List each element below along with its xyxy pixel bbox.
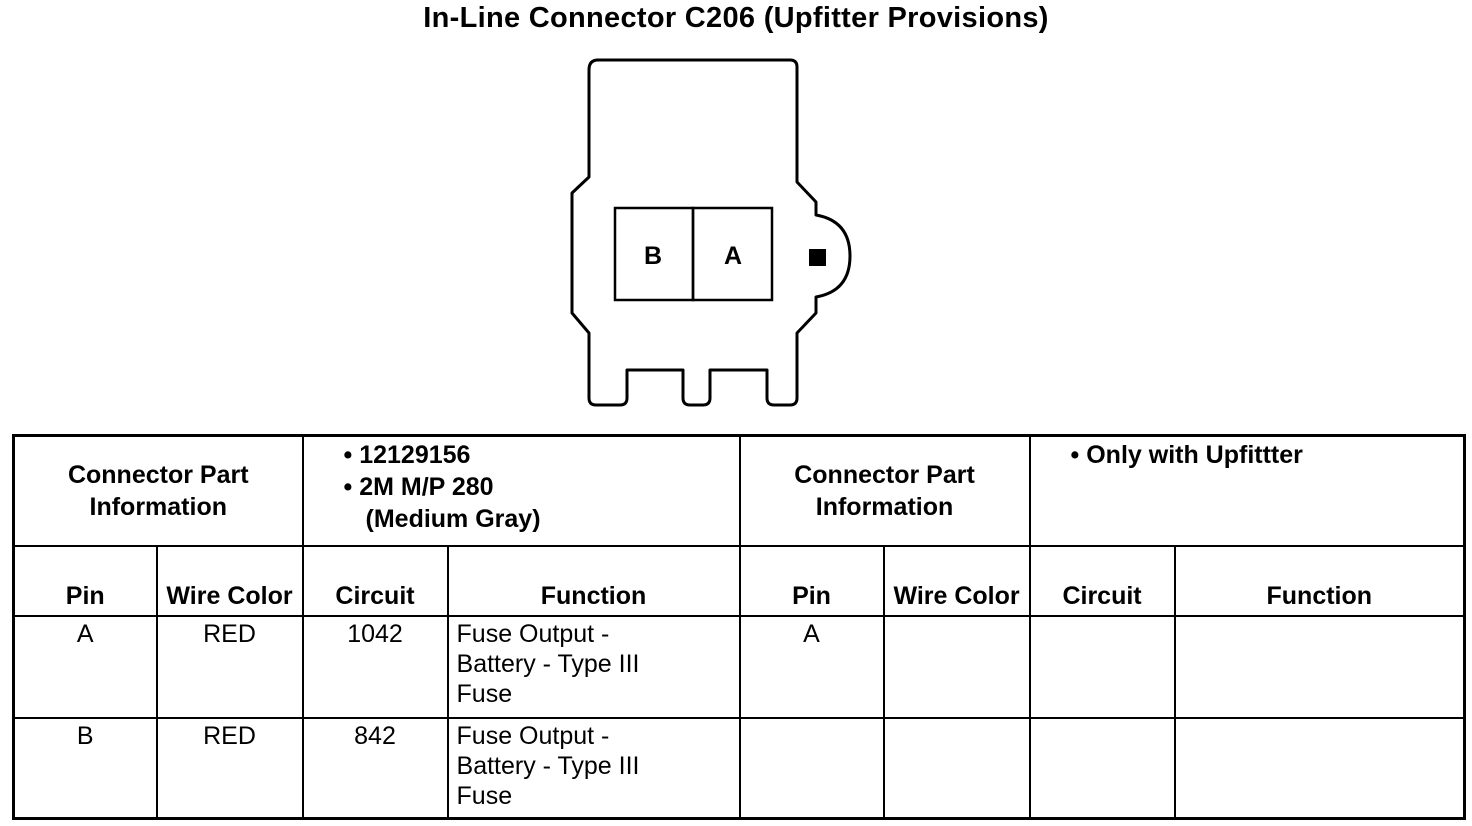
col-header-circuit-left: Circuit [301,544,449,617]
col-header-wire-color-right: Wire Color [882,544,1031,617]
connector-face-diagram: B A [570,58,852,407]
pin-cell: A [12,614,158,719]
part-note: • Only with Upfittter [1070,441,1303,469]
col-header-pin-right: Pin [738,544,885,617]
wire-color-cell-right [882,716,1031,820]
pin-cell: B [12,716,158,820]
part-info-label-left: Connector Part Information [12,434,304,547]
wire-color-cell: RED [155,716,304,820]
function-line: Fuse Output - [456,619,610,648]
function-cell-right [1173,614,1466,719]
pin-cell-right [738,716,885,820]
circuit-cell-right [1028,614,1176,719]
part-color: (Medium Gray) [365,505,541,533]
pin-cell-right: A [738,614,885,719]
part-description: • 2M M/P 280 [343,473,494,501]
function-line: Fuse Output - [456,721,610,750]
part-info-values-right: • Only with Upfittter [1028,434,1466,547]
col-header-wire-color-left: Wire Color [155,544,304,617]
cavity-b-label: B [644,242,662,270]
cavity-a-label: A [724,242,742,270]
col-header-circuit-right: Circuit [1028,544,1176,617]
circuit-cell: 842 [301,716,449,820]
function-line: Fuse [456,781,513,810]
function-line: Fuse [456,679,513,708]
function-line: Battery - Type III [456,649,640,678]
wire-color-cell-right [882,614,1031,719]
column-header-row: Pin Wire Color Circuit Function Pin Wire… [12,544,1466,617]
circuit-cell: 1042 [301,614,449,719]
table-row: A RED 1042 Fuse Output - Battery - Type … [12,614,1466,719]
connector-info-table: Connector Part Information • 12129156 • … [12,434,1467,820]
wire-color-cell: RED [155,614,304,719]
col-header-function-left: Function [446,544,741,617]
table-row: B RED 842 Fuse Output - Battery - Type I… [12,716,1466,820]
function-cell-right [1173,716,1466,820]
function-cell: Fuse Output - Battery - Type III Fuse [446,716,741,820]
col-header-pin-left: Pin [12,544,158,617]
part-number: • 12129156 [343,441,471,469]
cavity-a [691,206,774,302]
function-line: Battery - Type III [456,751,640,780]
diagram-title: In-Line Connector C206 (Upfitter Provisi… [423,2,1049,34]
col-header-function-right: Function [1173,544,1466,617]
part-info-row: Connector Part Information • 12129156 • … [12,434,1466,547]
part-info-label-right: Connector Part Information [738,434,1031,547]
connector-housing-outline [570,58,852,407]
function-cell: Fuse Output - Battery - Type III Fuse [446,614,741,719]
part-info-values-left: • 12129156 • 2M M/P 280 (Medium Gray) [301,434,741,547]
circuit-cell-right [1028,716,1176,820]
polarization-key-square [809,249,826,266]
